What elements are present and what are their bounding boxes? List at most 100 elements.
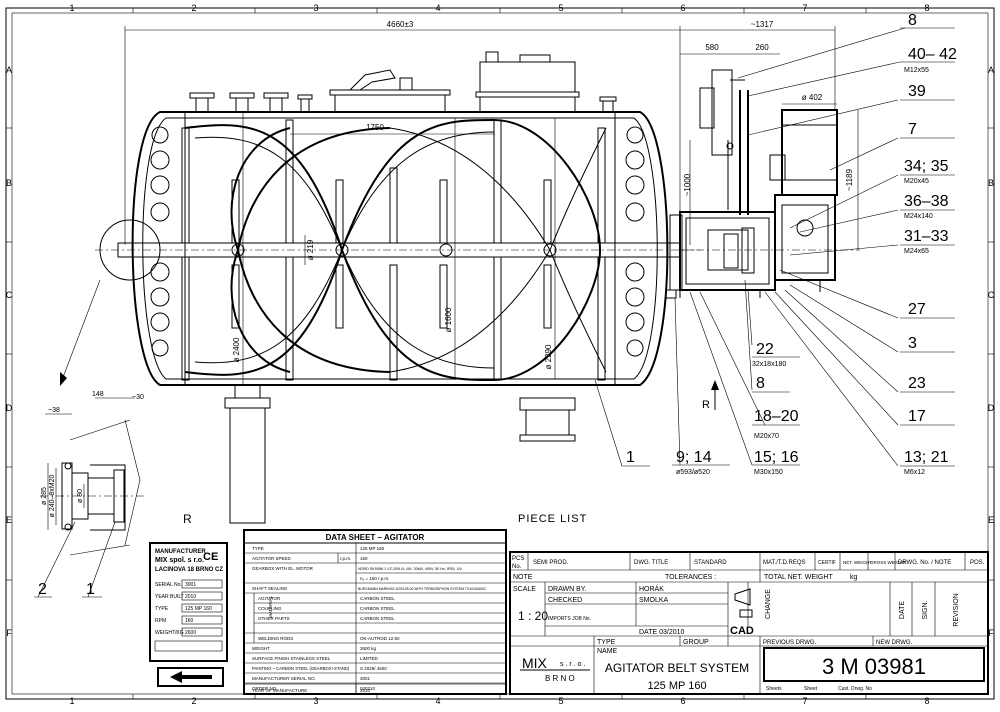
callout-23: 23 [908, 375, 926, 392]
col-label: 8 [924, 696, 929, 706]
grid-columns-bottom: 1 2 3 4 5 6 7 8 [69, 696, 929, 706]
col-label: 4 [435, 696, 440, 706]
mfr-value-rpm: 160 [185, 618, 194, 624]
callout-13-21-sub: M6x12 [904, 469, 925, 476]
grid-columns-top: 1 2 3 4 5 6 7 8 [69, 3, 929, 13]
piece-list-label: PIECE LIST [518, 513, 587, 525]
dim-1000: ~1000 [683, 173, 692, 196]
ds-label-2: GEARBOX WITH EL. MOTOR [252, 566, 314, 571]
dim-1189: ~1189 [845, 169, 854, 191]
callout-34-35: 34; 35 [904, 158, 949, 175]
row-label: D [6, 403, 13, 413]
tb-note: NOTE [513, 574, 533, 581]
tb-logo-sro: s . r . o . [560, 661, 585, 668]
callout-40-42: 40– 42 [908, 46, 957, 63]
callout-39: 39 [908, 83, 926, 100]
grid-rows-left: A B C D E F [6, 65, 13, 638]
ds-label-6: COUPLING [258, 606, 282, 611]
ds-value-4: BURGMANN MARKING-D20/125-00 WITH TERMOSI… [358, 587, 486, 591]
datasheet-last-row: YEAR OF MANUFACTURE 2010 [243, 683, 507, 695]
dim-260: 260 [755, 43, 769, 52]
grid-ticks [6, 8, 994, 699]
tb-revision: REVISION [953, 593, 960, 626]
ds-value-12: S 2029/ 4500 [360, 666, 387, 671]
row-label: C [6, 290, 13, 300]
ds-value-11: LIMITED [360, 656, 379, 661]
ds-value-15: 2010 [360, 688, 371, 693]
ds-value-3: n₂ = 160 r.p.m. [360, 576, 389, 581]
mfr-address: LACINOVA 18 BRNO CZ [155, 567, 223, 573]
ds-label-11: SURFACE FINISH STAINLESS STEEL [252, 656, 331, 661]
tb-sheet: Sheet [804, 686, 818, 692]
detail-callout-2: 2 [38, 581, 47, 598]
tb-drwg-note: DRWG. No. / NOTE [898, 560, 951, 566]
tb-total-net: TOTAL NET. WEIGHT [764, 574, 833, 581]
dim-148: 148 [92, 391, 104, 398]
tb-semi-prod: SEMI PROD. [533, 560, 569, 566]
ds-label-15: YEAR OF MANUFACTURE [252, 688, 307, 693]
row-label: C [988, 290, 995, 300]
tb-tolerances: TOLERANCES : [665, 574, 716, 581]
row-label: F [988, 628, 994, 638]
title-block: PCS No. SEMI PROD. DWG. TITLE STANDARD M… [509, 551, 989, 695]
ds-label-5: AGITATOR [258, 596, 281, 601]
tb-standard: STANDARD [694, 560, 727, 566]
ds-label-4: SHAFT SEALING [252, 586, 288, 591]
ds-value-0: 125 MP 160 [360, 546, 385, 551]
tb-date-col: DATE [899, 601, 906, 619]
tb-new: NEW DRWG. [876, 640, 913, 646]
inner-frame [11, 12, 989, 695]
col-label: 5 [558, 3, 563, 13]
callout-31-33-sub: M24x65 [904, 248, 929, 255]
col-label: 3 [313, 696, 318, 706]
callout-17: 17 [908, 408, 926, 425]
detail-r-label: R [183, 512, 192, 526]
direction-arrow-box [157, 667, 224, 687]
detail-view: 148 ~30 ~38 ø 285 ø 240–8xM20 ø 80 2 1 R [34, 279, 192, 598]
row-label: E [988, 515, 994, 525]
ds-label-7: OTHER PARTS [258, 616, 290, 621]
ds-value-7: CARBON STEEL [360, 616, 395, 621]
mfr-label-weight: WEIGHT/KG [155, 630, 184, 636]
ds-label-12: PAINTING – CARBON STEEL (GEARBOX+STAND) [252, 666, 350, 671]
col-label: 6 [680, 696, 685, 706]
dim-285: ø 285 [41, 487, 48, 505]
row-label: D [988, 403, 995, 413]
drive-assembly [665, 69, 860, 299]
col-label: 1 [69, 696, 74, 706]
tb-type: TYPE [597, 639, 616, 646]
col-label: 7 [802, 3, 807, 13]
col-label: 6 [680, 3, 685, 13]
ds-label-9: WELDING RODS [258, 636, 293, 641]
tb-scale-label: SCALE [513, 586, 536, 593]
tb-logo-main: MIX [522, 655, 548, 671]
callout-15-16: 15; 16 [754, 449, 799, 466]
callout-9-14-sub: ø593/ø520 [676, 469, 710, 476]
dim-38: ~38 [48, 407, 60, 414]
col-label: 8 [924, 3, 929, 13]
ds-label-1: AGITATOR SPEED [252, 556, 292, 561]
mixer-vessel [131, 51, 669, 524]
dim-80: ø 80 [77, 489, 84, 503]
dim-219: ø 219 [306, 239, 315, 260]
agitator-ribbons [184, 118, 607, 382]
mfr-value-weight: 2600 [185, 630, 196, 636]
callout-40-42-sub: M12x55 [904, 67, 929, 74]
ds-label-10: WEIGHT [252, 646, 270, 651]
tb-subtitle: 125 MP 160 [647, 680, 706, 692]
dim-1750: 1750 [366, 123, 384, 132]
tb-imports: IMPORTS JOB No. [548, 616, 591, 622]
callout-22: 22 [756, 341, 774, 358]
ds-value-1: 160 [360, 556, 368, 561]
callout-8-lower: 8 [756, 375, 765, 392]
dim-1600: ø 1600 [444, 307, 453, 332]
row-label: F [6, 628, 12, 638]
tb-change: CHANGE [765, 589, 772, 619]
tb-previous: PREVIOUS DRWG. [763, 640, 817, 646]
tb-cad: CAD [730, 625, 754, 637]
ds-label-14: ORDER NO. [252, 686, 278, 691]
tb-sheets: Sheets [766, 686, 782, 692]
ds-label-0: TYPE [252, 546, 264, 551]
col-label: 2 [191, 696, 196, 706]
